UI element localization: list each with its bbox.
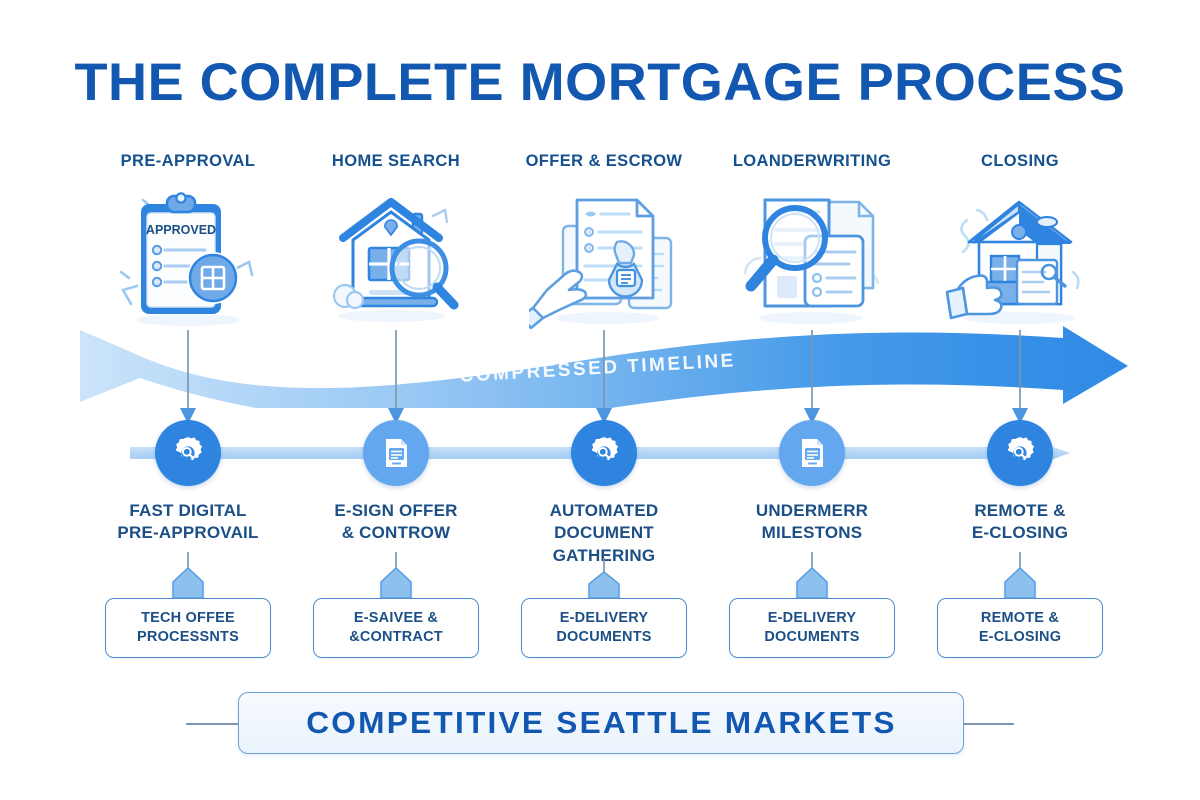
stage-header-label: HOME SEARCH bbox=[331, 152, 461, 170]
outcome-cell-5: REMOTE &E-CLOSING bbox=[916, 598, 1124, 658]
milestone-circle-closing[interactable] bbox=[987, 420, 1053, 486]
footer-banner: COMPETITIVE SEATTLE MARKETS bbox=[0, 692, 1200, 754]
illustration-cell-5 bbox=[916, 186, 1124, 332]
outcome-box[interactable]: E-SAIVEE &&CONTRACT bbox=[313, 598, 479, 658]
illustration-cell-1: APPROVED bbox=[84, 186, 292, 332]
stage-header-cell-2: HOME SEARCH bbox=[292, 152, 500, 171]
outcome-cell-2: E-SAIVEE &&CONTRACT bbox=[292, 598, 500, 658]
outcome-box-label: REMOTE &E-CLOSING bbox=[978, 609, 1062, 645]
milestone-circle-row bbox=[84, 420, 1124, 486]
illustration-cell-4 bbox=[708, 186, 916, 332]
illustration-cell-3 bbox=[500, 186, 708, 332]
pentagon-connector-row bbox=[84, 552, 1124, 598]
pentagon-connector-icon bbox=[588, 558, 620, 598]
footer-label: COMPETITIVE SEATTLE MARKETS bbox=[305, 705, 897, 740]
clipboard-approved-text: APPROVED bbox=[146, 223, 216, 237]
connector-arrows-top bbox=[84, 330, 1124, 434]
stage-header-cell-4: LOANDERWRITING bbox=[708, 152, 916, 171]
connector-arrowhead bbox=[804, 408, 820, 424]
pentagon-cell-3 bbox=[500, 552, 708, 598]
pentagon-connector-icon bbox=[172, 552, 204, 598]
milestone-circle-pre-approval[interactable] bbox=[155, 420, 221, 486]
milestone-label-cell-2: E-SIGN OFFER& CONTROW bbox=[292, 500, 500, 567]
stage-header-cell-5: CLOSING bbox=[916, 152, 1124, 171]
pentagon-cell-5 bbox=[916, 552, 1124, 598]
connector-arrowhead bbox=[388, 408, 404, 424]
stage-header-label: LOANDERWRITING bbox=[732, 152, 892, 170]
pentagon-connector-icon bbox=[1004, 552, 1036, 598]
milestone-label: REMOTE &E-CLOSING bbox=[971, 501, 1069, 543]
stage-header-cell-3: OFFER & ESCROW bbox=[500, 152, 708, 171]
stage-header-label: CLOSING bbox=[981, 152, 1059, 170]
pentagon-cell-2 bbox=[292, 552, 500, 598]
milestone-circle-underwriting[interactable] bbox=[779, 420, 845, 486]
pentagon-cell-4 bbox=[708, 552, 916, 598]
stage-header-row: PRE-APPROVAL HOME SEARCH OFFER & ESCROW … bbox=[84, 152, 1124, 171]
milestone-cell-3 bbox=[500, 420, 708, 486]
house-magnifier-icon bbox=[332, 198, 459, 322]
milestone-circle-home-search[interactable] bbox=[363, 420, 429, 486]
pentagon-connector-icon bbox=[796, 552, 828, 598]
illustration-row: APPROVED bbox=[84, 186, 1124, 332]
pentagon-cell-1 bbox=[84, 552, 292, 598]
milestone-cell-4 bbox=[708, 420, 916, 486]
page-title: THE COMPLETE MORTGAGE PROCESS bbox=[74, 53, 1126, 112]
document-tablet-icon bbox=[386, 439, 407, 467]
milestone-circle-offer-escrow[interactable] bbox=[571, 420, 637, 486]
stage-header-label: OFFER & ESCROW bbox=[525, 152, 683, 170]
footer-box: COMPETITIVE SEATTLE MARKETS bbox=[238, 692, 964, 754]
gear-search-icon bbox=[175, 437, 203, 461]
house-keys-hand-icon bbox=[945, 200, 1080, 324]
footer-rule-left bbox=[186, 723, 238, 725]
milestone-cell-5 bbox=[916, 420, 1124, 486]
documents-magnifier-icon bbox=[743, 198, 880, 324]
gear-search-icon bbox=[591, 437, 619, 461]
gear-search-icon bbox=[1007, 437, 1035, 461]
stage-header-label: PRE-APPROVAL bbox=[120, 152, 256, 170]
milestone-label: E-SIGN OFFER& CONTROW bbox=[334, 501, 458, 543]
footer-rule-right bbox=[962, 723, 1014, 725]
document-tablet-icon bbox=[802, 439, 823, 467]
hand-documents-stamp-icon bbox=[529, 198, 673, 330]
illustration-cell-2 bbox=[292, 186, 500, 332]
milestone-cell-1 bbox=[84, 420, 292, 486]
milestone-label-cell-5: REMOTE &E-CLOSING bbox=[916, 500, 1124, 567]
clipboard-approved-icon: APPROVED bbox=[119, 192, 254, 326]
milestone-cell-2 bbox=[292, 420, 500, 486]
connector-arrowhead bbox=[596, 408, 612, 424]
outcome-box[interactable]: REMOTE &E-CLOSING bbox=[937, 598, 1103, 658]
connector-arrowhead bbox=[1012, 408, 1028, 424]
outcome-box-label: E-SAIVEE &&CONTRACT bbox=[349, 609, 443, 645]
stage-header-cell-1: PRE-APPROVAL bbox=[84, 152, 292, 171]
pentagon-connector-icon bbox=[380, 552, 412, 598]
connector-arrowhead bbox=[180, 408, 196, 424]
connector-arrow-group bbox=[180, 330, 1028, 424]
